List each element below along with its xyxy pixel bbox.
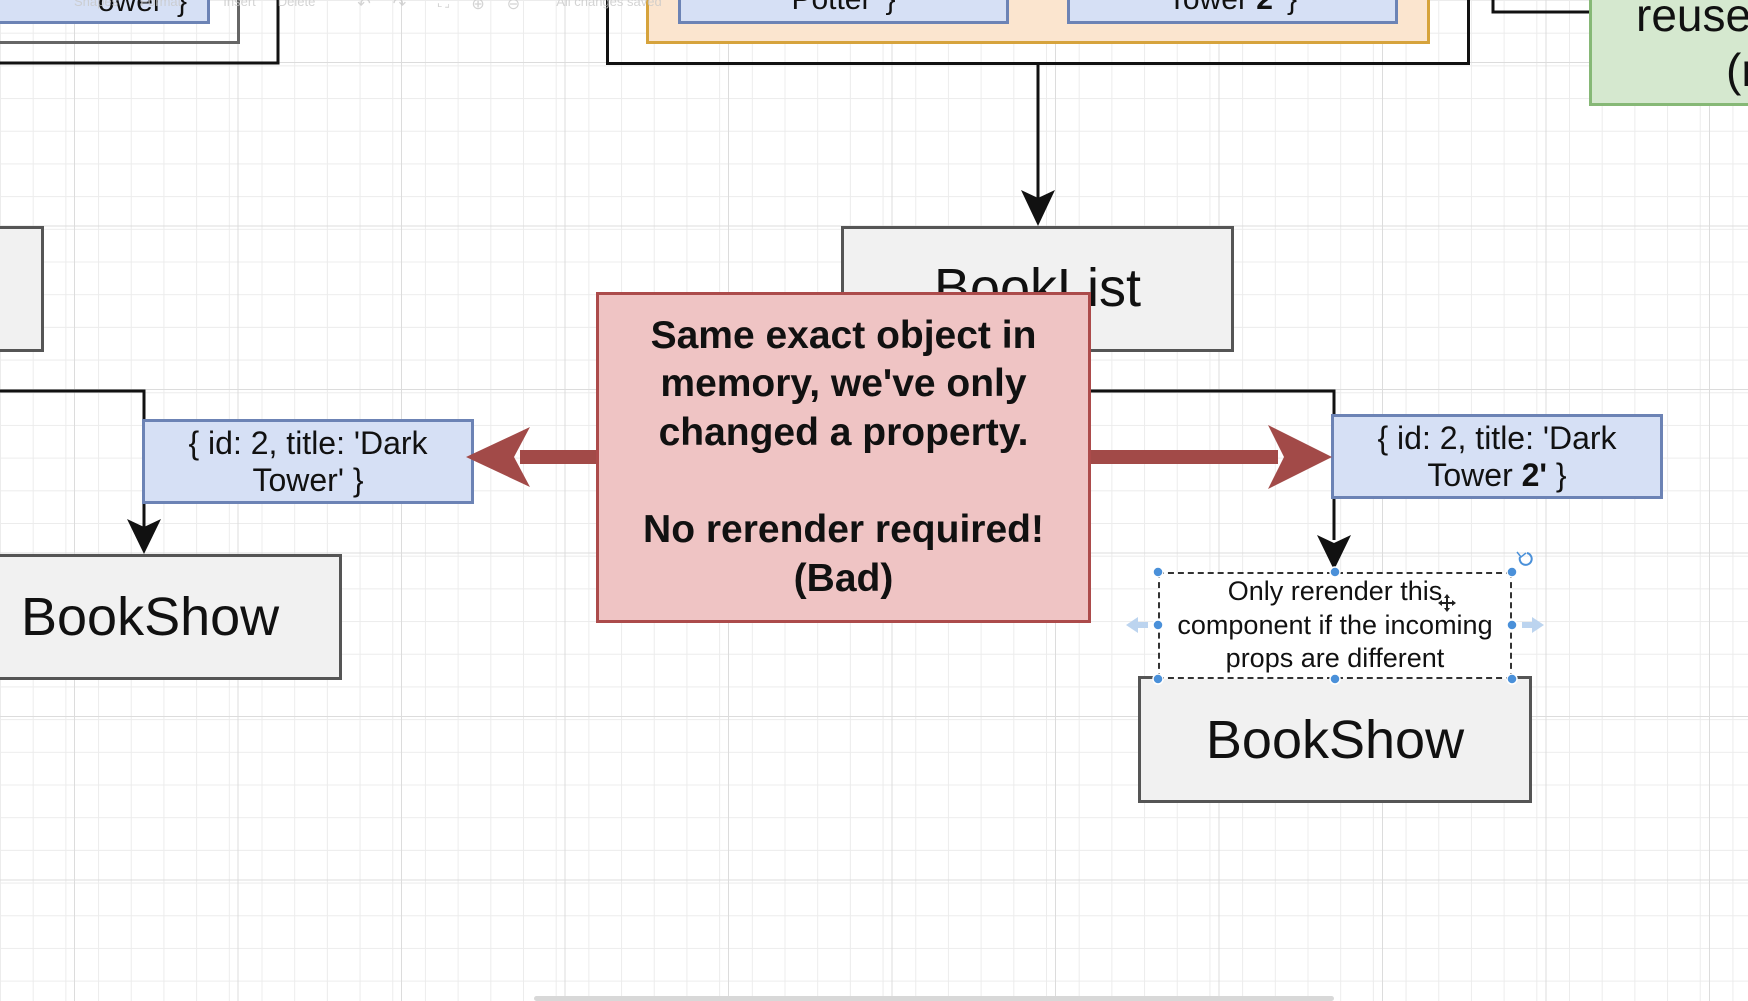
left-prop-box[interactable]: { id: 2, title: 'Dark Tower' } (142, 419, 474, 504)
callout-line-1: Same exact object in memory, we've only … (650, 313, 1037, 455)
top-left-frame-edge (0, 0, 280, 65)
top-right-frame-edge (1491, 0, 1592, 14)
top-prop-right-suffix: ' } (1273, 0, 1297, 16)
right-prop-box[interactable]: { id: 2, title: 'Dark Tower 2' } (1331, 414, 1663, 499)
top-left-partial-frame[interactable] (0, 0, 240, 44)
arrowhead-left-bookshow (127, 519, 161, 554)
arrowhead-right-bookshow (1317, 535, 1351, 570)
zoom-out-icon[interactable]: ⊖ (506, 0, 521, 13)
format-menu[interactable]: Format (140, 0, 182, 9)
green-note-line1: reuse (1636, 0, 1748, 41)
right-prop-bold: 2' (1521, 456, 1548, 493)
insert-menu[interactable]: Insert (223, 0, 256, 9)
top-prop-left-text: Potter' } (791, 0, 895, 17)
zoom-in-icon[interactable]: ⊕ (471, 0, 485, 13)
top-left-prop-box[interactable]: ower' } (0, 0, 210, 24)
delete-menu[interactable]: Delete (277, 0, 316, 9)
left-bookshow-label: BookShow (21, 587, 280, 647)
left-bookshow-component[interactable]: BookShow (0, 554, 342, 680)
right-prop-text: { id: 2, title: 'Dark Tower 2' } (1344, 420, 1650, 494)
horizontal-scrollbar[interactable] (534, 996, 1334, 1001)
top-prop-right-text: Tower 2' } (1168, 0, 1297, 17)
redo-icon[interactable]: ↷ (392, 0, 407, 13)
undo-icon[interactable]: ↶ (357, 0, 371, 13)
right-bookshow-label: BookShow (1205, 709, 1465, 770)
editor-toolbar: Shapes Format Insert Delete ↶ ↷ ⛶ ⊕ ⊖ Al… (74, 0, 662, 16)
callout-line-2: No rerender required! (Bad) (643, 507, 1044, 600)
green-note-box[interactable]: reuse (r (1589, 0, 1748, 106)
fullscreen-icon[interactable]: ⛶ (438, 0, 450, 11)
top-prop-left[interactable]: Potter' } (678, 0, 1009, 24)
right-red-arrow (1088, 425, 1332, 489)
save-status: All changes saved (556, 0, 662, 9)
left-partial-component[interactable] (0, 226, 44, 352)
rerender-note-text: Only rerender this component if the inco… (1177, 576, 1493, 674)
left-red-arrow (466, 427, 600, 487)
shapes-menu[interactable]: Shapes (74, 0, 119, 9)
left-prop-text: { id: 2, title: 'Dark Tower' } (188, 424, 428, 498)
green-note-text: reuse (r (1636, 0, 1748, 98)
top-prop-right-bold: 2 (1256, 0, 1273, 16)
right-prop-prefix: { id: 2, title: 'Dark Tower (1377, 419, 1617, 493)
top-prop-right[interactable]: Tower 2' } (1067, 0, 1398, 24)
top-center-frame[interactable] (606, 0, 1470, 65)
top-prop-right-prefix: Tower (1168, 0, 1256, 16)
rerender-warning-callout[interactable]: Same exact object in memory, we've only … (596, 292, 1091, 623)
arrowhead-booklist (1021, 190, 1055, 226)
right-prop-suffix: } (1547, 456, 1567, 493)
rerender-note[interactable]: Only rerender this component if the inco… (1158, 572, 1512, 679)
green-note-line2: (r (1726, 44, 1748, 96)
top-left-prop-text: ower' } (97, 0, 187, 18)
